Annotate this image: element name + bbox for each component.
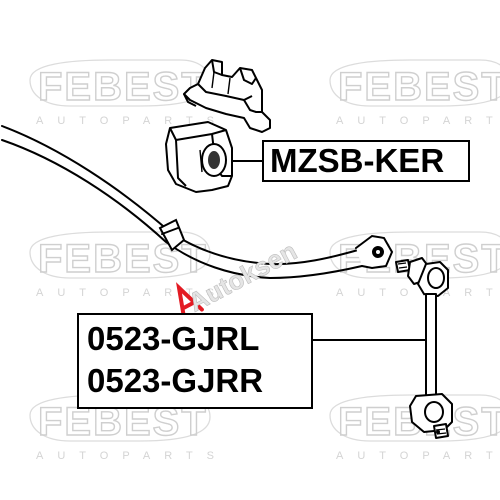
leader-lines (232, 160, 426, 341)
watermark-logo: FEBEST AUTOPARTS (329, 59, 500, 127)
overlay-watermark-mark (176, 282, 204, 321)
part-label-bushing: MZSB-KER (262, 140, 470, 182)
watermark-emblem (29, 394, 211, 442)
watermark-brand-text: FEBEST (38, 237, 208, 281)
watermark-sub-text: AUTOPARTS (36, 115, 228, 127)
watermark-sub-text: AUTOPARTS (336, 450, 500, 462)
part-number-bushing: MZSB-KER (270, 142, 445, 179)
part-number-link-left: 0523-GJRL (87, 320, 260, 357)
watermark-emblem (29, 231, 211, 279)
watermark-emblem (329, 231, 500, 279)
part-number-link-right: 0523-GJRR (87, 362, 264, 399)
watermark-sub-text: AUTOPARTS (36, 450, 228, 462)
watermark-sub-text: AUTOPARTS (336, 287, 500, 299)
watermark-emblem (329, 59, 500, 107)
watermark-emblem (329, 394, 500, 442)
stabilizer-link-drawing (395, 257, 453, 439)
watermark-brand-text: FEBEST (38, 65, 208, 109)
watermark-brand-text: FEBEST (338, 65, 500, 109)
stabilizer-bar-drawing (1, 125, 394, 280)
bushing-upper-drawing (183, 59, 271, 133)
watermark-logo: FEBEST AUTOPARTS (29, 59, 228, 127)
watermark-sub-text: AUTOPARTS (336, 115, 500, 127)
bushing-lower-drawing (165, 121, 233, 193)
part-label-link: 0523-GJRL 0523-GJRR (77, 313, 313, 409)
watermark-logo: FEBEST AUTOPARTS (29, 231, 228, 299)
watermark-sub-text: AUTOPARTS (36, 287, 228, 299)
